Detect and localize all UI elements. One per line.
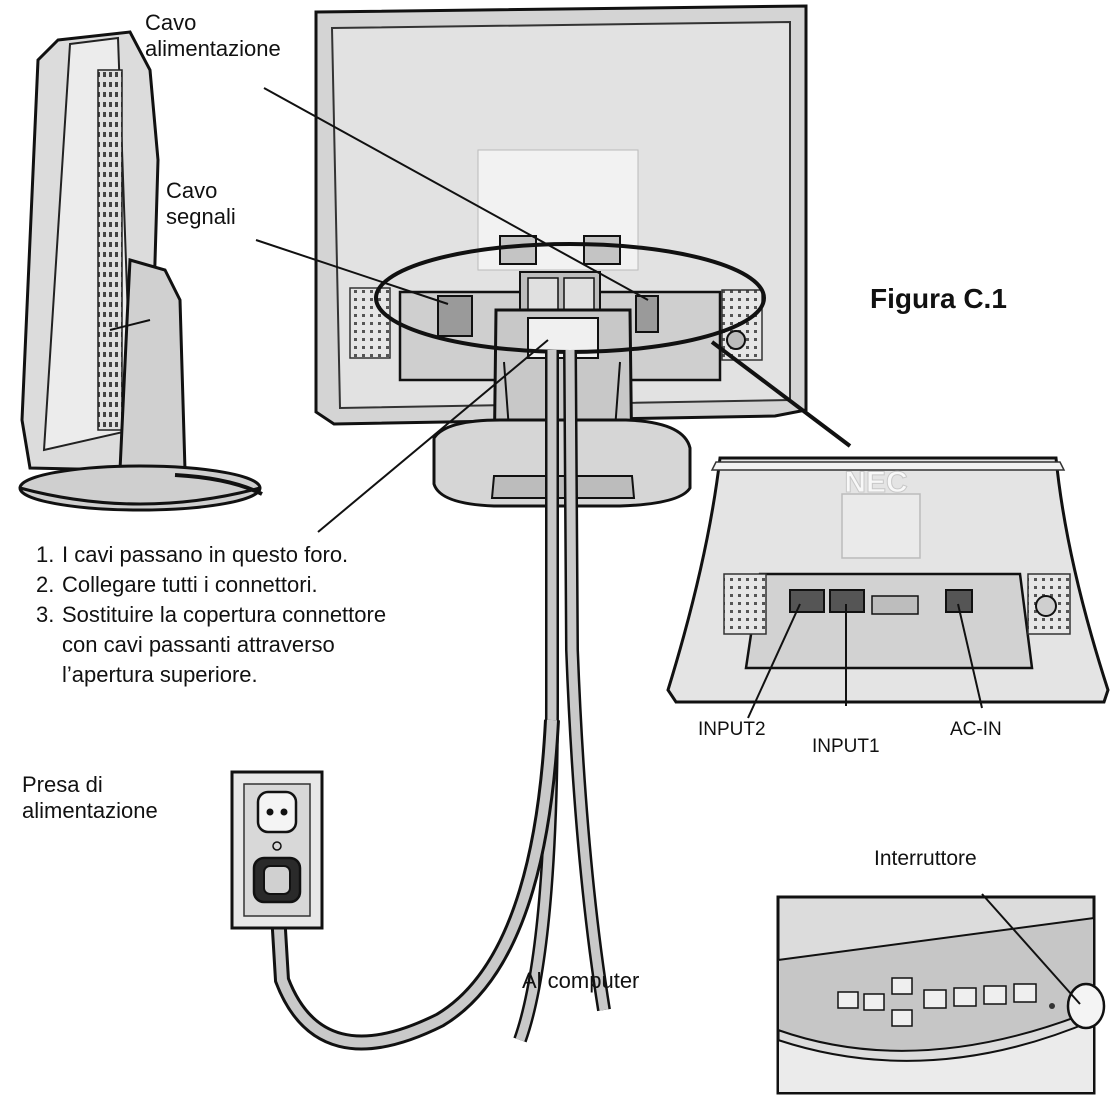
computer-label: Al computer bbox=[522, 968, 640, 993]
power-cable-label-line1: Cavo bbox=[145, 10, 197, 35]
power-switch-closeup bbox=[776, 895, 1106, 1095]
rear-connector-closeup: NEC bbox=[666, 456, 1110, 704]
wall-outlet bbox=[230, 770, 324, 930]
brand-logo: NEC bbox=[844, 466, 907, 499]
outlet-label-line2: alimentazione bbox=[22, 798, 158, 823]
instruction-steps: 1. I cavi passano in questo foro. 2. Col… bbox=[36, 540, 386, 690]
rear-view-monitor bbox=[314, 4, 808, 508]
step-number: 1. bbox=[36, 542, 55, 567]
side-view-monitor bbox=[18, 30, 263, 512]
step-item: 3. Sostituire la copertura connettore co… bbox=[36, 600, 386, 690]
power-cable-label: Cavo alimentazione bbox=[145, 10, 281, 62]
step-number: 2. bbox=[36, 572, 55, 597]
cables bbox=[268, 349, 611, 1051]
step-item: 1. I cavi passano in questo foro. bbox=[36, 540, 386, 570]
step-text: Sostituire la copertura connettore bbox=[62, 602, 387, 627]
switch-label: Interruttore bbox=[874, 847, 977, 870]
step-text: l’apertura superiore. bbox=[62, 662, 258, 687]
signal-cable-label-line1: Cavo bbox=[166, 178, 218, 203]
step-text: I cavi passano in questo foro. bbox=[62, 542, 349, 567]
outlet-label-line1: Presa di bbox=[22, 772, 103, 797]
leader-lines bbox=[255, 87, 1081, 1005]
power-cable-label-line2: alimentazione bbox=[145, 36, 281, 61]
step-item: 2. Collegare tutti i connettori. bbox=[36, 570, 386, 600]
step-text: Collegare tutti i connettori. bbox=[62, 572, 318, 597]
signal-cable-label-line2: segnali bbox=[166, 204, 236, 229]
input1-label: INPUT1 bbox=[812, 736, 880, 757]
ac-in-label: AC-IN bbox=[950, 719, 1002, 740]
input2-label: INPUT2 bbox=[698, 719, 766, 740]
outlet-label: Presa di alimentazione bbox=[22, 772, 158, 824]
step-text: con cavi passanti attraverso bbox=[62, 632, 335, 657]
step-number: 3. bbox=[36, 602, 55, 627]
signal-cable-label: Cavo segnali bbox=[166, 178, 236, 230]
figure-title: Figura C.1 bbox=[870, 283, 1007, 314]
